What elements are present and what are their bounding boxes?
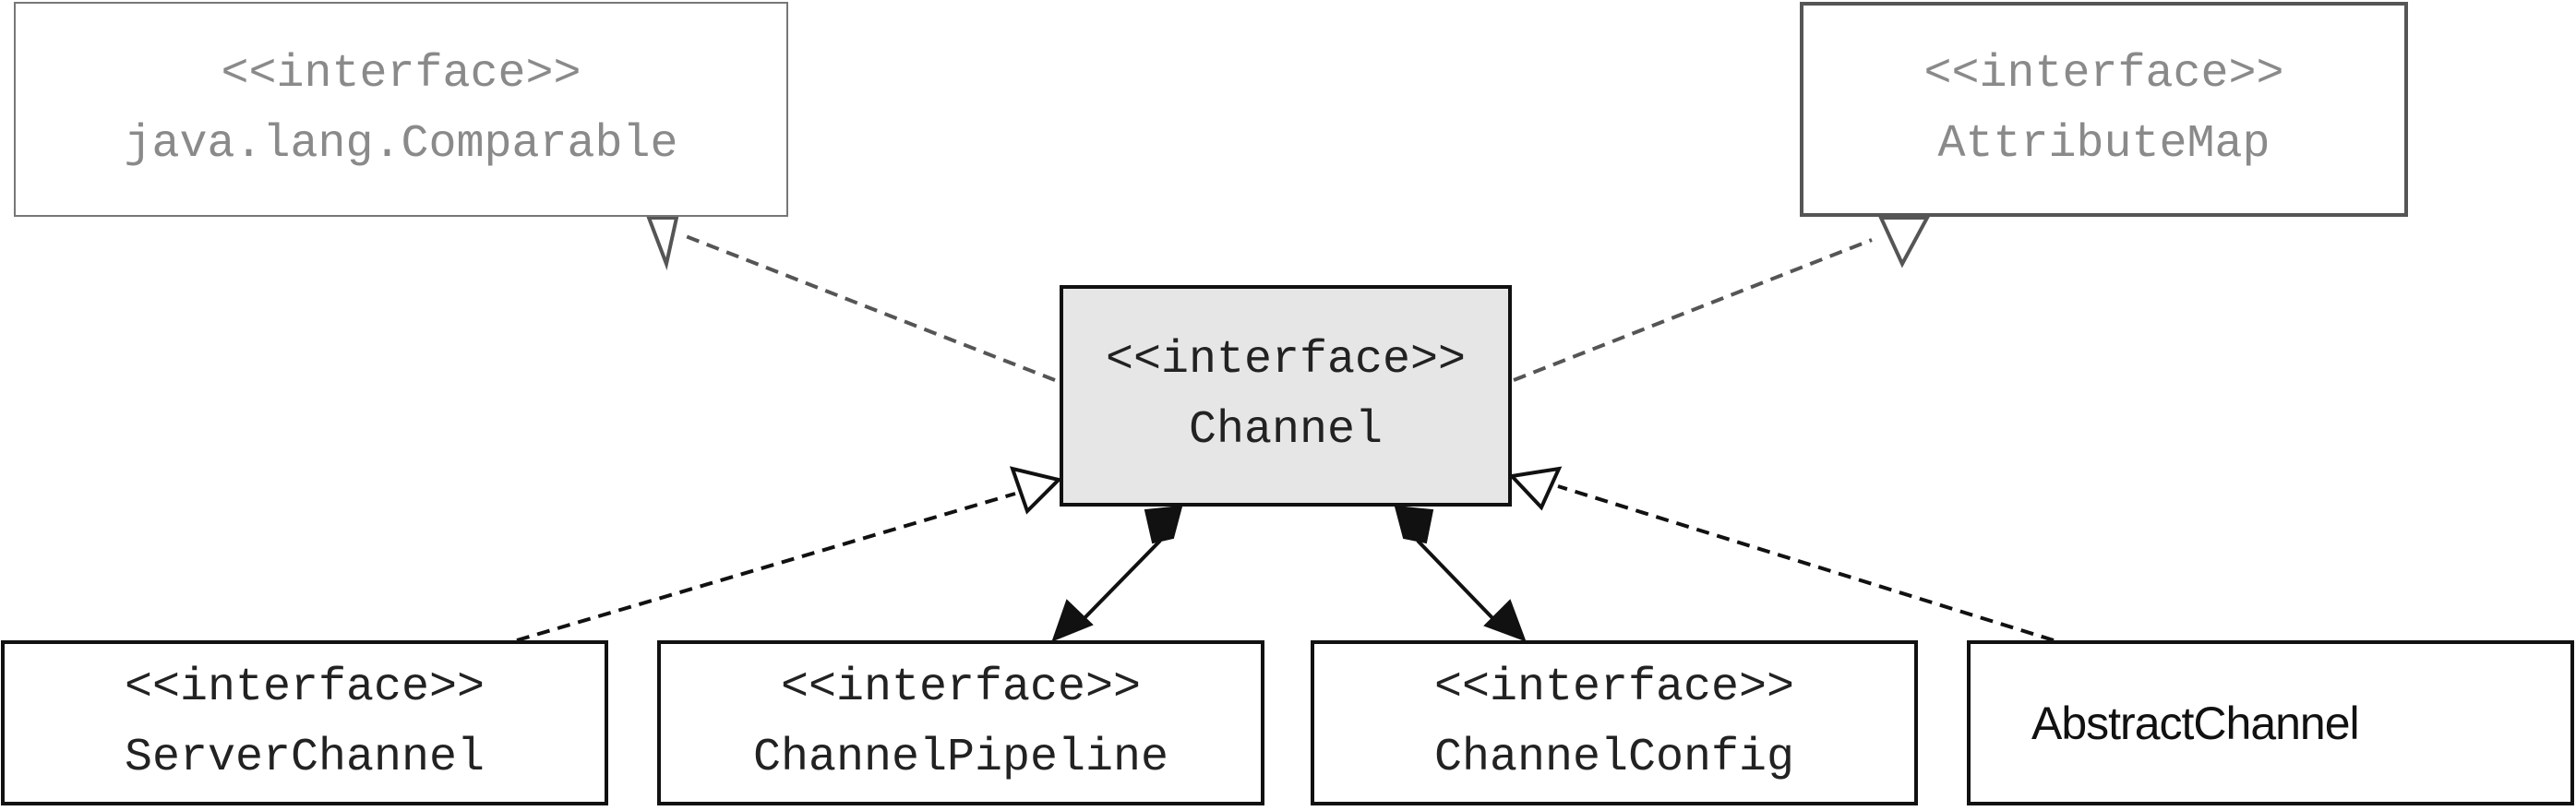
stereotype-label: <<interface>> — [124, 661, 485, 714]
edge-channel-composes-channelconfig — [1394, 505, 1527, 642]
class-name: ChannelConfig — [1433, 731, 1795, 784]
class-name: java.lang.Comparable — [124, 117, 678, 171]
edge-channel-realizes-attributemap — [1513, 216, 1931, 382]
class-box-abstractchannel: AbstractChannel — [1967, 640, 2574, 805]
edge-channel-realizes-comparable — [646, 216, 1056, 382]
hollow-triangle-arrowhead-icon — [1507, 466, 1563, 511]
class-name: ChannelPipeline — [752, 731, 1169, 784]
filled-diamond-icon — [1144, 505, 1183, 544]
class-box-channel: <<interface>> Channel — [1060, 285, 1512, 507]
class-box-attributemap: <<interface>> AttributeMap — [1800, 2, 2408, 217]
stereotype-label: <<interface>> — [1433, 661, 1795, 714]
filled-arrowhead-icon — [1483, 599, 1527, 642]
class-box-channelconfig: <<interface>> ChannelConfig — [1311, 640, 1918, 805]
hollow-triangle-arrowhead-icon — [1009, 466, 1062, 515]
edge-abstractchannel-realizes-channel — [1507, 466, 2055, 642]
filled-arrowhead-icon — [1051, 599, 1094, 642]
class-name: AttributeMap — [1937, 117, 2270, 171]
edge-channel-composes-channelpipeline — [1051, 505, 1183, 642]
stereotype-label: <<interface>> — [221, 47, 581, 101]
filled-diamond-icon — [1394, 505, 1434, 544]
hollow-triangle-arrowhead-icon — [1877, 216, 1931, 268]
stereotype-label: <<interface>> — [1923, 47, 2284, 101]
class-name: ServerChannel — [124, 731, 485, 784]
class-box-serverchannel: <<interface>> ServerChannel — [1, 640, 608, 805]
class-box-comparable: <<interface>> java.lang.Comparable — [14, 2, 788, 217]
class-box-channelpipeline: <<interface>> ChannelPipeline — [657, 640, 1264, 805]
hollow-triangle-arrowhead-icon — [646, 216, 679, 270]
edge-serverchannel-realizes-channel — [516, 466, 1062, 642]
stereotype-label: <<interface>> — [1105, 334, 1467, 387]
class-name: Channel — [1188, 404, 1384, 457]
stereotype-label: <<interface>> — [780, 661, 1142, 714]
class-name: AbstractChannel — [2031, 697, 2360, 749]
